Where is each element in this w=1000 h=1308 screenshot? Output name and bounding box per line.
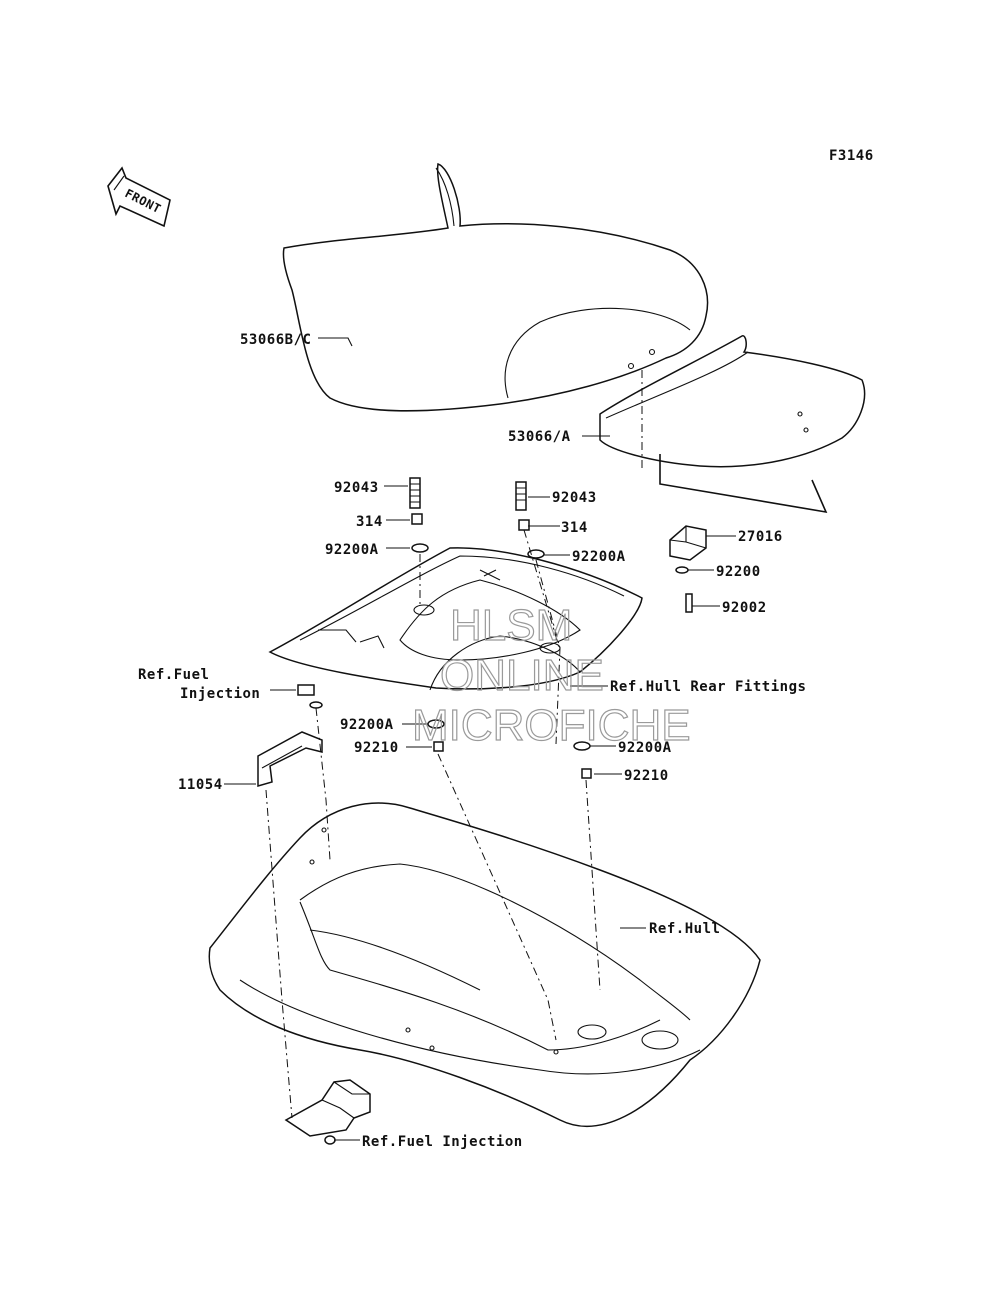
label-bracket: 11054 — [178, 777, 223, 793]
bolt-92043-right — [515, 481, 527, 511]
label-bolt-stopper: 92002 — [722, 600, 767, 616]
label-bolt-left: 92043 — [334, 480, 379, 496]
label-ref-fuel-bottom: Ref.Fuel Injection — [362, 1134, 523, 1150]
fuel-injection-bracket — [284, 1079, 371, 1145]
label-collar-left: 314 — [356, 514, 383, 530]
bolt-92043-left — [409, 477, 421, 509]
fuel-clip-top — [297, 684, 315, 696]
watermark: HLSM ONLINE MICROFICHE — [411, 600, 691, 750]
bolt-92002 — [685, 593, 693, 613]
label-stopper: 27016 — [738, 529, 783, 545]
label-washer-left-bottom: 92200A — [340, 717, 394, 733]
label-nut-right: 92210 — [624, 768, 669, 784]
label-washer-right-bottom: 92200A — [618, 740, 672, 756]
front-seat-part — [282, 163, 709, 412]
seat-base-part — [268, 547, 643, 691]
label-washer-stopper: 92200 — [716, 564, 761, 580]
label-washer-left-top: 92200A — [325, 542, 379, 558]
watermark-line-1: HLSM — [450, 601, 572, 650]
label-collar-right: 314 — [561, 520, 588, 536]
label-nut-left: 92210 — [354, 740, 399, 756]
front-arrow-label: FRONT — [123, 186, 164, 216]
label-seat-front: 53066B/C — [240, 332, 311, 348]
stopper-27016 — [669, 525, 707, 561]
collar-314-right — [518, 519, 530, 531]
washer-92200a-left-top — [411, 543, 429, 553]
label-bolt-right: 92043 — [552, 490, 597, 506]
rear-seat-part — [599, 335, 866, 468]
front-arrow-icon: FRONT — [107, 166, 171, 228]
label-ref-hull-rear: Ref.Hull Rear Fittings — [610, 679, 806, 695]
hull-part — [208, 802, 761, 1127]
figure-code: F3146 — [829, 148, 874, 164]
nut-92210-left — [433, 741, 444, 752]
nut-92210-right — [581, 768, 592, 779]
label-ref-hull: Ref.Hull — [649, 921, 720, 937]
fuel-clip-washer — [309, 701, 323, 709]
collar-314-left — [411, 513, 423, 525]
bracket-11054 — [257, 731, 323, 787]
watermark-line-3: MICROFICHE — [412, 701, 691, 750]
washer-92200a-right-top — [527, 549, 545, 559]
label-washer-right-top: 92200A — [572, 549, 626, 565]
label-ref-fuel-top-2: Injection — [180, 686, 260, 702]
watermark-line-2: ONLINE — [440, 651, 604, 700]
label-seat-rear: 53066/A — [508, 429, 571, 445]
washer-92200 — [675, 566, 689, 574]
label-ref-fuel-top-1: Ref.Fuel — [138, 667, 209, 683]
